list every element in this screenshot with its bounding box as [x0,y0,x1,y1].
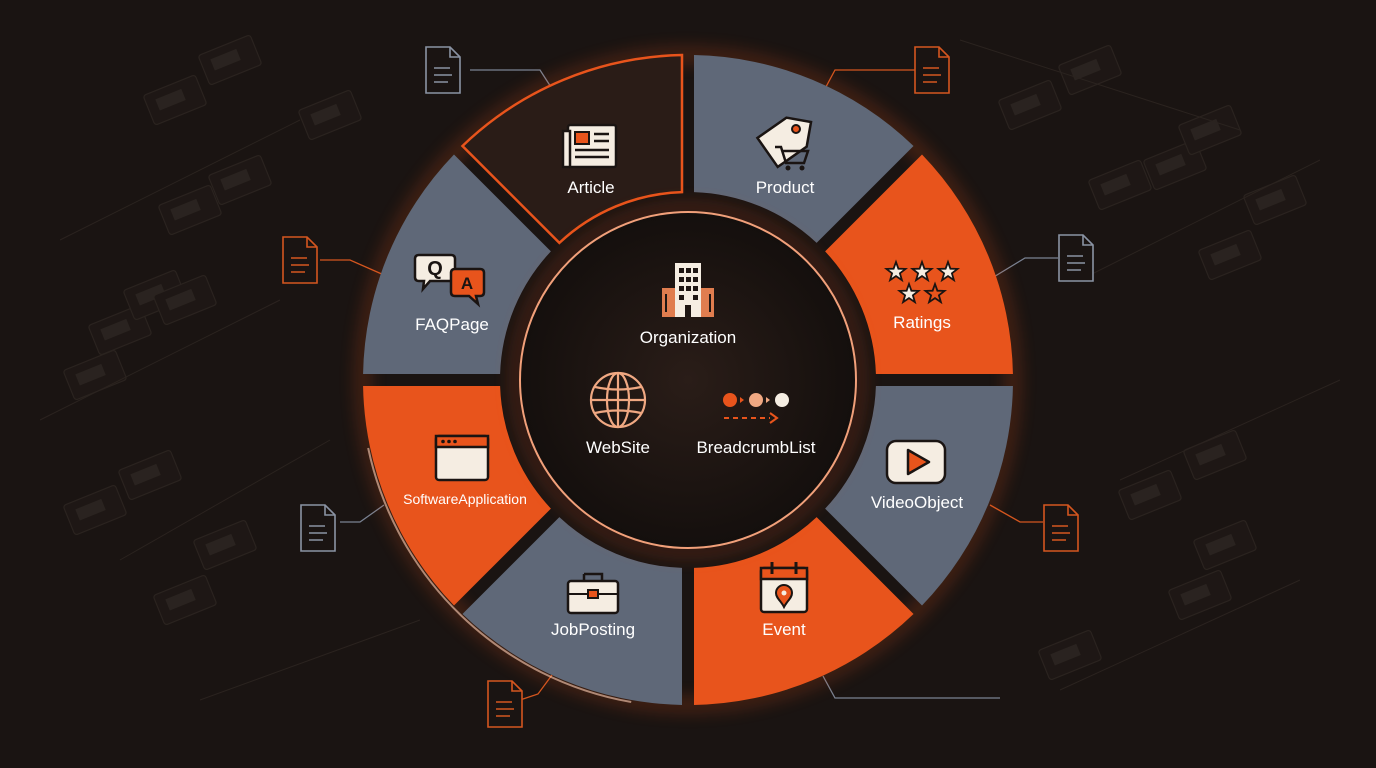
background-card [1183,429,1247,481]
segment-label-event: Event [762,620,806,639]
doc-videoobject-icon [1043,504,1079,552]
background-card [1193,519,1257,571]
background-line [1079,159,1321,281]
segment-label-softwareapplication: SoftwareApplication [403,491,527,507]
qa-bubbles-icon: Q A [413,253,486,308]
background-card [1058,44,1122,96]
faq-q-letter: Q [427,258,443,280]
background-card [198,34,262,86]
ring-glow [358,50,1018,710]
stars-rating-icon [883,259,961,305]
faq-a-letter: A [461,274,473,293]
app-window-icon [434,434,490,482]
ring-rim-highlight [367,447,632,704]
background-card [1118,469,1182,521]
background-line [959,39,1241,131]
building-icon [662,263,714,317]
connector-videoobject [989,504,1043,523]
hub-circle [519,211,857,549]
background-card [193,519,257,571]
doc-softwareapplication-icon [300,504,336,552]
segment-label-article: Article [567,178,614,197]
background-card [1198,229,1262,281]
segment-softwareapplication [363,154,551,375]
segment-jobposting [363,385,551,606]
calendar-pin-icon [759,562,809,614]
background-line [59,119,301,241]
hub-glow [513,205,863,555]
background-card [1178,104,1242,156]
connector-faqpage [320,259,385,276]
segment-label-videoobject: VideoObject [871,493,964,512]
background-card [998,79,1062,131]
breadcrumb-dots-icon [723,393,789,424]
connector-ratings [991,257,1058,279]
segment-label-product: Product [756,178,815,197]
doc-faqpage-icon [282,236,318,284]
price-tag-cart-icon [755,116,813,171]
background-card [118,449,182,501]
doc-article-icon [425,46,461,94]
background-card [63,349,127,401]
video-play-icon [885,439,947,485]
background-card [1038,629,1102,681]
globe-icon [589,371,647,429]
doc-product-icon [914,46,950,94]
background-line [119,439,331,561]
background-card [153,274,217,326]
background-card [298,89,362,141]
background-card [143,74,207,126]
briefcase-icon [566,572,620,615]
segment-label-faqpage: FAQPage [415,315,489,334]
background-line [199,619,421,701]
connector-event [822,675,1000,699]
connector-softwareapplication [340,504,385,523]
hub-breadcrumblist-label: BreadcrumbList [696,438,815,457]
newspaper-icon [561,123,618,169]
background-card [63,484,127,536]
doc-ratings-icon [1058,234,1094,282]
segment-ratings [825,385,1013,606]
connector-jobposting [519,674,553,701]
background-card [1168,569,1232,621]
segment-label-ratings: Ratings [893,313,951,332]
background-card [158,184,222,236]
segment-product [825,154,1013,375]
background-card [1088,159,1152,211]
segment-label-jobposting: JobPosting [551,620,635,639]
background-line [1059,579,1301,691]
doc-jobposting-icon [487,680,523,728]
background-network-pattern [39,34,1341,701]
background-line [39,299,281,421]
background-card [153,574,217,626]
hub-organization-label: Organization [640,328,736,347]
background-line [1119,379,1341,481]
background-card [208,154,272,206]
hub-website-label: WebSite [586,438,650,457]
